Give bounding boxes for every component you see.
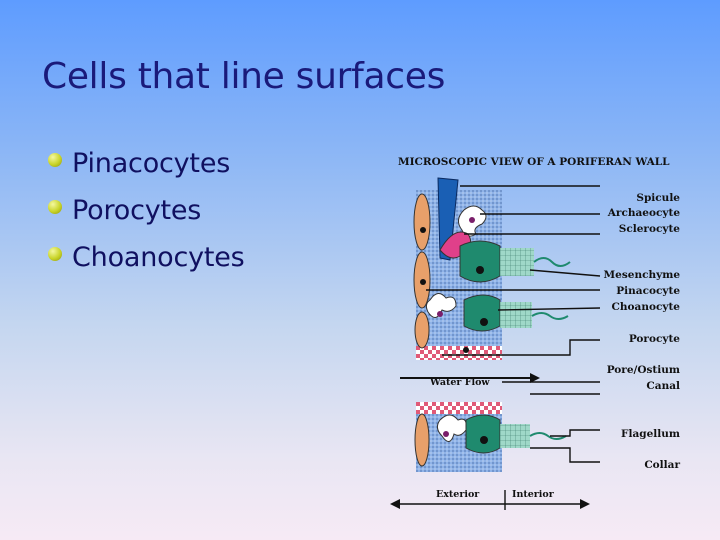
bullet-text: Choanocytes <box>72 242 245 273</box>
wall-upper-section <box>413 177 571 360</box>
leader-lines <box>426 185 601 463</box>
label-pore-ostium: Pore/Ostium <box>606 364 680 376</box>
bullet-item: Choanocytes <box>48 234 245 281</box>
diagram-graphic <box>390 177 601 510</box>
water-flow-label: Water Flow <box>430 377 490 388</box>
slide-title: Cells that line surfaces <box>42 56 446 97</box>
pinacocyte-cell <box>414 311 430 349</box>
label-sclerocyte: Sclerocyte <box>618 223 680 235</box>
bullet-list: Pinacocytes Porocytes Choanocytes <box>48 140 245 281</box>
collar-shape <box>500 302 532 328</box>
bullet-item: Pinacocytes <box>48 140 245 187</box>
spicule-shape <box>437 177 459 261</box>
bullet-icon <box>48 200 62 214</box>
diagram-title: MICROSCOPIC VIEW OF A PORIFERAN WALL <box>398 156 670 168</box>
water-flow-arrow <box>400 373 540 383</box>
amoebocyte-cell <box>425 293 457 318</box>
bullet-icon <box>48 153 62 167</box>
collar-shape <box>500 248 534 276</box>
poriferan-wall-diagram: MICROSCOPIC VIEW OF A PORIFERAN WALL Spi… <box>380 150 700 520</box>
label-choanocyte: Choanocyte <box>611 301 680 313</box>
flagellum-line <box>531 312 569 320</box>
pinacocyte-layer-bottom <box>416 346 502 360</box>
wall-lower-section <box>414 402 567 472</box>
choanocyte-cell <box>459 240 501 283</box>
label-collar: Collar <box>644 459 680 471</box>
bullet-item: Porocytes <box>48 187 245 234</box>
label-porocyte: Porocyte <box>628 333 680 345</box>
bullet-text: Pinacocytes <box>72 148 231 179</box>
pinacocyte-cell <box>413 193 431 251</box>
label-mesenchyme: Mesenchyme <box>603 269 680 281</box>
bullet-text: Porocytes <box>72 195 202 226</box>
exterior-label: Exterior <box>436 489 480 500</box>
flagellum-line <box>533 257 571 267</box>
label-pinacocyte: Pinacocyte <box>616 285 680 297</box>
exterior-interior-axis <box>390 490 590 510</box>
label-canal: Canal <box>646 380 680 392</box>
label-archaeocyte: Archaeocyte <box>607 207 680 219</box>
interior-label: Interior <box>512 489 554 500</box>
choanocyte-cell <box>463 294 501 332</box>
label-spicule: Spicule <box>636 192 680 204</box>
label-flagellum: Flagellum <box>621 428 680 440</box>
bullet-icon <box>48 247 62 261</box>
